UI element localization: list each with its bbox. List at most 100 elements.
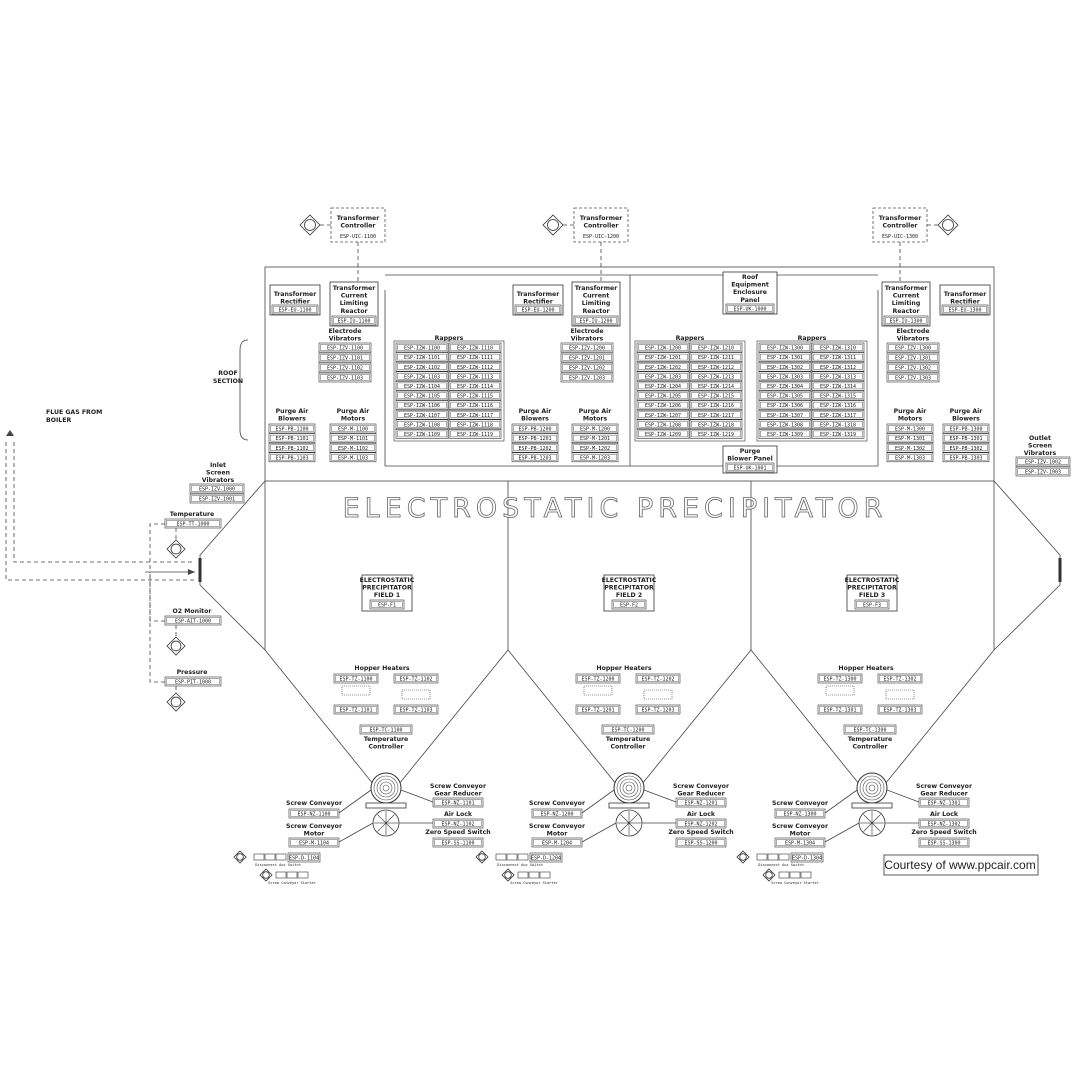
rapper-tag-1-3-outer: [395, 371, 449, 382]
temp-controller-tag-2: ESP-TC-1200: [611, 728, 644, 734]
inlet-vibrator-tag-0-outer: [189, 483, 245, 494]
rapper-tag-2-7-outer: [636, 409, 690, 420]
motor-tag-1-3-outer: [329, 452, 377, 463]
motor-tag-3-3-outer: [886, 452, 934, 463]
vibrator-tag-2-1: ESP-IZV-1201: [569, 356, 605, 362]
vibrator-tag-1-3-outer: [318, 372, 372, 383]
air-lock-tag-3: ESP-NZ-1302: [927, 822, 960, 828]
gear-reducer-tag-2: ESP-NZ-1201: [684, 801, 717, 807]
rectifier-tag-2-outer: [514, 304, 562, 315]
reactor-tag-2-inner: [575, 317, 617, 324]
screw-base-1: [365, 802, 407, 809]
rapper-tag-3-2: ESP-IZW-1302: [767, 365, 803, 371]
rapper-tag-1-1-inner: [397, 353, 447, 361]
starter-label-2: Screw Conveyor Starter: [510, 881, 558, 885]
zero-speed-tag-2-outer: [675, 837, 727, 848]
rapper-tag-1-18-outer: [448, 419, 502, 430]
rapper-tag-2-17-inner: [691, 411, 741, 418]
gear-leader-1: [400, 789, 434, 803]
motor-tag-2-2-outer: [571, 442, 619, 453]
electrode-vibrators-label-3-1: Vibrators: [897, 336, 930, 343]
blower-tag-2-0: ESP-PB-1200: [518, 427, 551, 433]
rapper-tag-3-0-inner: [760, 344, 810, 351]
rapper-tag-3-18-outer: [811, 419, 865, 430]
purge-panel-tag: ESP-UK-1001: [733, 466, 766, 472]
disc-box-2-1: [506, 853, 518, 861]
disc-tag-2-outer: [529, 852, 563, 863]
blower-tag-2-2-outer: [511, 442, 559, 453]
rapper-tag-2-13-outer: [689, 371, 743, 382]
blower-tag-3-3-inner: [944, 454, 988, 461]
rapper-tag-3-1: ESP-IZW-1301: [767, 355, 803, 361]
rapper-tag-2-19-outer: [689, 429, 743, 439]
zero-speed-tag-1-inner: [434, 839, 482, 846]
rapper-tag-2-4: ESP-IZW-1204: [645, 384, 681, 390]
rapper-tag-1-7: ESP-IZW-1107: [404, 413, 440, 419]
blower-tag-2-3-outer: [511, 452, 559, 463]
blower-tag-1-2-inner: [270, 444, 314, 451]
motor-tag-1-2-inner: [331, 444, 375, 451]
rapper-tag-2-13-inner: [691, 373, 741, 380]
instrument-diamond-0-bubble: [170, 543, 182, 555]
vibrator-tag-1-0: ESP-IZV-1100: [327, 346, 363, 352]
reactor-label-2-3: Reactor: [582, 308, 610, 315]
rapper-tag-2-0-outer: [636, 342, 690, 353]
heater-tag-3-2-inner: [819, 706, 861, 713]
blower-tag-3-2-inner: [944, 444, 988, 451]
rectifier-label-1-1: Rectifier: [280, 299, 310, 306]
motor-tag-1-1-inner: [331, 434, 375, 442]
field-tag-1-outer: [369, 599, 405, 610]
heater-tag-3-0-inner: [819, 675, 861, 682]
instrument-tag-2-inner: [166, 678, 220, 685]
vibrator-tag-1-3: ESP-IZV-1103: [327, 376, 363, 382]
rapper-tag-2-4-inner: [638, 382, 688, 390]
heater-tag-3-3-outer: [877, 704, 923, 715]
vibrator-tag-1-1-outer: [318, 352, 372, 363]
rapper-tag-2-4-outer: [636, 381, 690, 391]
rapper-tag-3-9: ESP-IZW-1309: [767, 432, 803, 438]
rapper-tag-1-9-inner: [397, 430, 447, 438]
heater-element-2-b: [643, 689, 673, 700]
rapper-tag-1-4-inner: [397, 382, 447, 390]
screw-base-3: [851, 802, 893, 809]
rapper-tag-1-5-inner: [397, 392, 447, 399]
rapper-tag-3-12-outer: [811, 361, 865, 372]
rectifier-tag-3: ESP-EU-1300: [948, 308, 981, 314]
motor-tag-3-2-outer: [886, 442, 934, 453]
vibrator-tag-1-1: ESP-IZV-1101: [327, 356, 363, 362]
vibrator-tag-3-2-inner: [888, 364, 938, 371]
blower-tag-3-2: ESP-PB-1302: [949, 446, 982, 452]
rapper-tag-2-5-outer: [636, 390, 690, 401]
gear-leader-3: [886, 789, 920, 803]
rapper-tag-1-9: ESP-IZW-1109: [404, 432, 440, 438]
vibrator-tag-3-2-outer: [886, 362, 940, 373]
screw-ring-1-6: [379, 781, 393, 795]
blower-tag-2-0-outer: [511, 423, 559, 434]
inlet-vibrator-tag-1-inner: [191, 495, 243, 502]
rectifier-label-2-0: Transformer: [517, 291, 560, 298]
screw-tag-2-inner: [533, 810, 581, 817]
heater-tag-3-1: ESP-TZ-1302: [883, 677, 916, 683]
reactor-label-2-1: Current: [583, 293, 610, 300]
rapper-tag-1-8-inner: [397, 421, 447, 428]
rapper-tag-2-0: ESP-IZW-1200: [645, 346, 681, 352]
vibrator-tag-2-0-inner: [562, 344, 612, 351]
rapper-tag-3-1-outer: [758, 352, 812, 362]
rapper-tag-3-13: ESP-IZW-1313: [820, 374, 856, 380]
rapper-tag-2-16-inner: [691, 401, 741, 409]
transformer-controller-box-2: [573, 207, 629, 243]
heater-element-3-a: [825, 685, 855, 696]
diagram-title: ELECTROSTATIC PRECIPITATOR: [343, 493, 888, 524]
flow-arrow-head: [188, 569, 195, 575]
motor-tag-2-3-outer: [571, 452, 619, 463]
zero-speed-label-2: Zero Speed Switch: [668, 829, 733, 836]
blower-tag-2-3: ESP-PB-1203: [518, 455, 551, 461]
outlet-vibrator-tag-0-inner: [1017, 458, 1069, 465]
zero-speed-label-3: Zero Speed Switch: [911, 829, 976, 836]
rapper-tag-1-19-outer: [448, 429, 502, 439]
rapper-tag-1-6: ESP-IZW-1106: [404, 403, 440, 409]
blower-tag-2-3-inner: [513, 454, 557, 461]
heater-tag-1-2-inner: [335, 706, 377, 713]
air-lock-vane-3-1: [871, 822, 881, 832]
reactor-tag-1-outer: [331, 315, 377, 326]
